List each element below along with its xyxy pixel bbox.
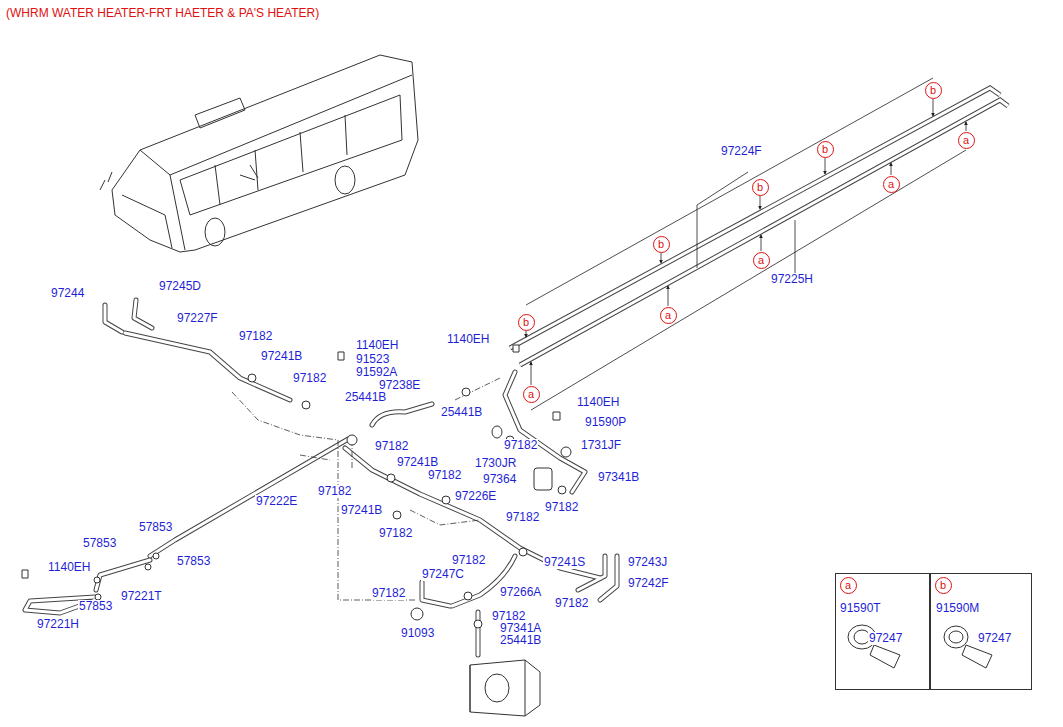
clip-marker: a <box>753 252 770 269</box>
bus-illustration <box>100 55 418 252</box>
part-number: 97182 <box>374 440 409 453</box>
clip-marker: a <box>523 386 540 403</box>
diagram-title: (WHRM WATER HEATER-FRT HAETER & PA'S HEA… <box>6 6 319 20</box>
part-number: 97182 <box>554 597 589 610</box>
part-number: 97241B <box>396 456 439 469</box>
legend-cell: 91590T 97247 a <box>835 573 930 690</box>
part-number: 1140EH <box>47 561 91 574</box>
clip-marker: a <box>660 307 677 324</box>
part-number: 97243J <box>627 556 668 569</box>
part-number: 97241B <box>260 350 303 363</box>
clip-marker: a <box>958 132 975 149</box>
marker-letter: a <box>963 134 969 146</box>
clip-marker: b <box>653 236 670 253</box>
part-number: 97241B <box>340 504 383 517</box>
legend-cell: 91590M 97247 b <box>930 573 1032 690</box>
part-number: 97266A <box>499 586 542 599</box>
part-number: 97182 <box>544 501 579 514</box>
part-number: 97341B <box>597 471 640 484</box>
part-number: 97182 <box>451 554 486 567</box>
hose-inner <box>25 300 617 655</box>
part-number: 97224F <box>720 145 763 158</box>
part-number: 97182 <box>238 330 273 343</box>
part-number: 97221H <box>36 618 80 631</box>
leader-line <box>526 78 966 410</box>
pipe-rail <box>510 88 1008 365</box>
marker-letter: a <box>528 388 534 400</box>
clip-marker: b <box>925 82 942 99</box>
marker-letter: a <box>888 178 894 190</box>
marker-letter: b <box>930 84 936 96</box>
part-number: 97182 <box>427 469 462 482</box>
part-number: 97242F <box>627 577 670 590</box>
part-number: 97182 <box>292 372 327 385</box>
part-number: 97182 <box>378 527 413 540</box>
part-number: 97182 <box>505 511 540 524</box>
part-number: 1731JF <box>580 439 622 452</box>
part-number: 91592A <box>355 366 398 379</box>
clip-marker: b <box>518 314 535 331</box>
part-number: 97364 <box>482 473 517 486</box>
marker-letter: b <box>658 238 664 250</box>
part-number: 91093 <box>400 627 435 640</box>
part-number: 57853 <box>82 537 117 550</box>
part-number: 97222E <box>255 495 298 508</box>
part-number: 1730JR <box>474 457 517 470</box>
clip-marker: b <box>817 141 834 158</box>
part-number: 97241S <box>543 556 586 569</box>
part-number: 97227F <box>176 312 219 325</box>
part-number: 57853 <box>176 555 211 568</box>
part-number: 91590P <box>584 416 627 429</box>
part-number: 91590T <box>839 602 882 615</box>
clip-marker: a <box>883 176 900 193</box>
part-number: 97182 <box>371 587 406 600</box>
marker-letter: b <box>523 316 529 328</box>
part-number: 97225H <box>770 273 814 286</box>
part-number: 97221T <box>120 590 163 603</box>
clamp-picture <box>848 625 992 668</box>
part-number: 97247C <box>421 568 465 581</box>
part-number: 97247 <box>868 632 903 645</box>
marker-letter: b <box>822 143 828 155</box>
hose <box>25 300 617 655</box>
fitting <box>22 345 575 716</box>
part-number: 91523 <box>355 353 390 366</box>
part-number: 57853 <box>78 600 113 613</box>
part-number: 97247 <box>977 632 1012 645</box>
part-number: 97244 <box>50 287 85 300</box>
part-number: 91590M <box>935 602 980 615</box>
part-number: 1140EH <box>355 339 399 352</box>
marker-letter: a <box>665 309 671 321</box>
part-number: 97182 <box>503 439 538 452</box>
part-number: 25441B <box>440 406 483 419</box>
marker-letter: a <box>845 579 851 591</box>
part-number: 1140EH <box>576 396 620 409</box>
clip-marker: a <box>840 577 857 594</box>
marker-letter: b <box>940 579 946 591</box>
marker-letter: b <box>757 181 763 193</box>
part-number: 97182 <box>317 485 352 498</box>
part-number: 97245D <box>158 280 202 293</box>
marker-letter: a <box>758 254 764 266</box>
part-number: 1140EH <box>446 333 490 346</box>
group-line <box>232 378 500 600</box>
part-number: 97226E <box>454 490 497 503</box>
clip-marker: b <box>935 577 952 594</box>
part-number: 25441B <box>344 391 387 404</box>
part-number: 25441B <box>499 634 542 647</box>
clip-marker: b <box>752 179 769 196</box>
part-number: 57853 <box>138 521 173 534</box>
